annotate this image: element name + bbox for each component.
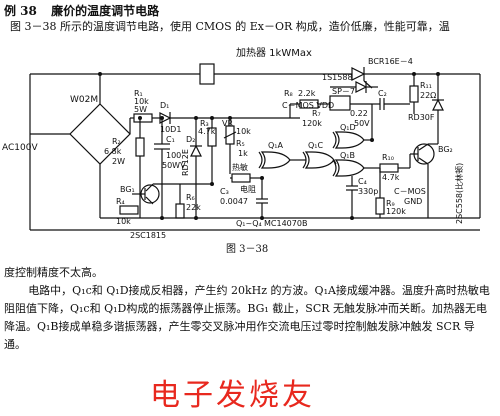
c2-value: 0.22: [350, 109, 368, 118]
r7-label: R₇: [312, 109, 321, 118]
figure-caption: 图 3－38: [226, 244, 269, 255]
thermistor-label-1: 热敏: [232, 162, 248, 172]
rd12e-label: RD12E: [181, 149, 190, 176]
r6-value: 22k: [186, 203, 201, 212]
gate-q1b-label: Q₁B: [340, 151, 355, 160]
r9-label: R₉: [386, 199, 395, 208]
c2-label: C₂: [378, 89, 387, 98]
vr-value: 10k: [236, 127, 251, 136]
r1-label: R₁: [134, 89, 143, 98]
r2-value: 6.8k: [104, 147, 122, 156]
watermark-logo: 电子发烧友: [150, 378, 315, 413]
intro-text: 图 3－38 所示的温度调节电路，使用 CMOS 的 Ex－OR 构成，造价低廉…: [10, 20, 450, 33]
gate-q1d-label: Q₁D: [340, 123, 356, 132]
example-title: 廉价的温度调节电路: [51, 4, 160, 18]
c1-rating: 50WV: [162, 161, 186, 170]
r2-label: R₂: [112, 137, 121, 146]
paragraph-1: 度控制精度不太高。: [4, 266, 103, 279]
d1-label: D₁: [160, 101, 169, 110]
gate-q1a-label: Q₁A: [268, 141, 284, 150]
example-header: 例 38 廉价的温度调节电路: [4, 2, 496, 19]
r5-value: 1k: [238, 149, 248, 158]
bg1-part: 2SC1815: [130, 231, 166, 240]
c4-value: 330p: [358, 187, 378, 196]
r4-value: 10k: [116, 217, 131, 226]
r3-label: R₃: [200, 119, 209, 128]
r8-value: 2.2k: [298, 89, 316, 98]
heater-label: 加热器 1kWMax: [236, 46, 312, 59]
vr-label: VR: [222, 119, 233, 128]
c2-rating: 50V: [354, 119, 370, 128]
example-number: 例 38: [4, 4, 37, 18]
c1-value: 100: [166, 151, 181, 160]
gate-q1c-label: Q₁C: [308, 141, 324, 150]
r9-value: 120k: [386, 207, 406, 216]
r5-label: R₅: [236, 139, 245, 148]
cmos-gnd-label: C－MOS: [394, 187, 426, 196]
gate-q1c: [304, 151, 335, 169]
c3-label: C₃: [220, 187, 229, 196]
bg2-label: BG₂: [438, 145, 453, 154]
ac-voltage-label: AC100V: [2, 143, 38, 153]
r11-value: 22Ω: [420, 91, 436, 100]
r7-value: 120k: [302, 119, 322, 128]
r3-value: 4.7k: [198, 127, 216, 136]
gate-q1a: [260, 151, 291, 169]
r2-power: 2W: [112, 157, 125, 166]
d2-label: D₂: [186, 135, 195, 144]
c4-label: C₄: [358, 177, 367, 186]
ic-label: Q₁~Q₄: [236, 219, 262, 228]
diode-1s1588-label: 1S1588: [322, 73, 353, 82]
r1-power: 5W: [134, 105, 147, 114]
r6-label: R₆: [186, 193, 195, 202]
cmos-vdd-label: C－MOS VDD: [282, 101, 334, 110]
d1-part: 10D1: [160, 125, 181, 134]
paragraph-2: 电路中，Q₁c和 Q₁D接成反相器，产生约 20kHz 的方波。Q₁A接成缓冲器…: [4, 284, 490, 351]
bridge-label: W02M: [70, 95, 98, 105]
r10-value: 4.7k: [382, 173, 400, 182]
c1-label: C₁: [166, 135, 175, 144]
circuit-diagram: 加热器 1kWMax W02M AC100V R₁ 10k 5W D₁ 10D1…: [2, 46, 481, 240]
sp7-label: SP－7: [332, 87, 355, 96]
gate-q1d: [334, 131, 365, 149]
scr-label: BCR16E－4: [368, 57, 413, 66]
r8-label: R₈: [284, 89, 293, 98]
r10-label: R₁₀: [382, 153, 394, 162]
gate-q1b: [334, 159, 365, 177]
gnd-label: GND: [404, 197, 422, 206]
r1-value: 10k: [134, 97, 149, 106]
body-text: 度控制精度不太高。 电路中，Q₁c和 Q₁D接成反相器，产生约 20kHz 的方…: [4, 264, 494, 354]
heater-element: [199, 63, 215, 85]
bg1-label: BG₁: [120, 185, 135, 194]
rd30f-label: RD30F: [408, 113, 435, 122]
ic-part: MC14070B: [264, 219, 307, 228]
r11-label: R₁₁: [420, 81, 432, 90]
bg2-part: 2SC558(比林顿): [454, 163, 464, 224]
thermistor-label-2: 电阻: [240, 184, 256, 194]
r4-label: R₄: [116, 197, 125, 206]
c3-value: 0.0047: [220, 197, 248, 206]
